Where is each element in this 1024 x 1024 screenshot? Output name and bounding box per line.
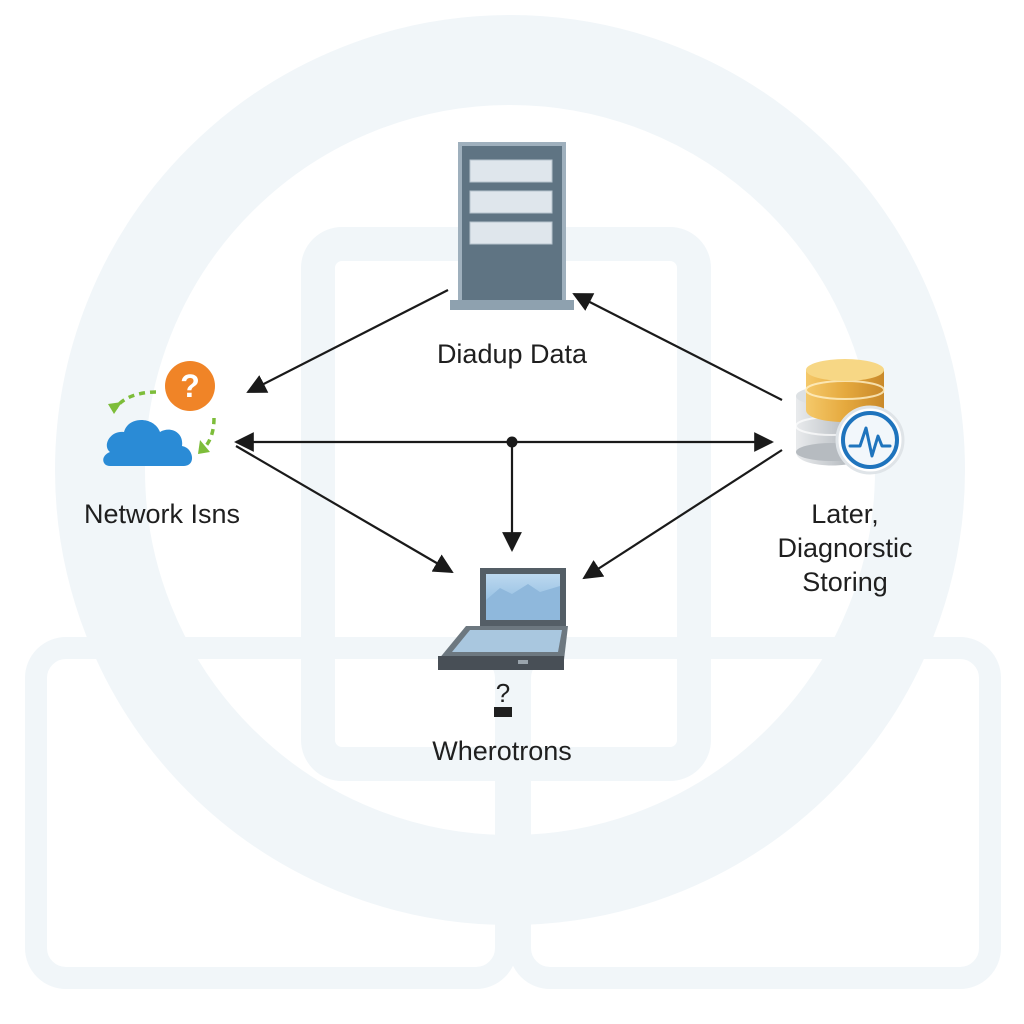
refresh-arrows-icon xyxy=(114,390,216,450)
storage-label-line-2: Diagnorstic xyxy=(777,533,913,563)
laptop-icon xyxy=(438,568,568,670)
connector-lines xyxy=(234,289,783,580)
refresh-arrow-heads xyxy=(108,402,210,454)
storage-label-line-3: Storing xyxy=(802,567,888,597)
laptop-question-glyph: ? xyxy=(496,678,510,708)
server-node-label: Diadup Data xyxy=(436,339,588,369)
arrow-storage-to-server xyxy=(572,293,783,401)
arrow-server-to-network xyxy=(246,289,449,393)
laptop-node-label: Wherotrons xyxy=(432,736,572,766)
pulse-badge-icon xyxy=(835,405,905,475)
network-node-label: Network Isns xyxy=(83,499,241,529)
arrow-network-to-laptop xyxy=(235,445,454,573)
hub-dot xyxy=(506,436,518,448)
arrow-storage-to-laptop xyxy=(582,449,783,580)
storage-label-line-1: Later, xyxy=(811,499,879,529)
question-badge-text: ? xyxy=(180,368,200,404)
cloud-icon xyxy=(103,420,193,466)
question-badge-icon: ? xyxy=(165,361,215,411)
question-glyph-icon: ? xyxy=(494,678,512,717)
server-rack-icon xyxy=(450,142,574,310)
storage-node-label: Later, Diagnorstic Storing xyxy=(740,497,950,599)
